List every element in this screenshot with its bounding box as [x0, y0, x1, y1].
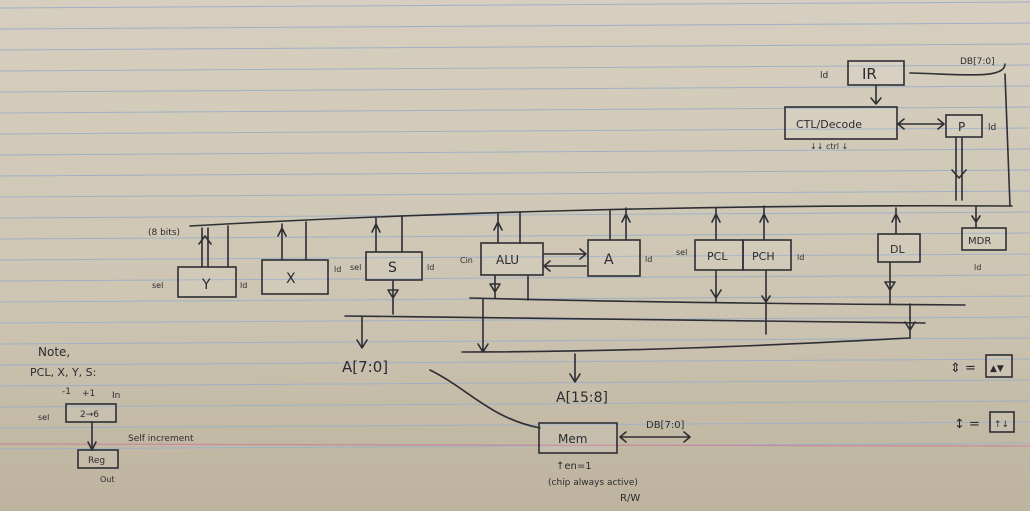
- p-ld-label: ld: [988, 123, 996, 133]
- pc-ld-label: ld: [797, 253, 804, 262]
- x-label: X: [286, 271, 296, 287]
- legend-tristate: ⇕ =: [950, 361, 976, 376]
- p-bus-buffer: [952, 138, 966, 200]
- a-tristate: [610, 208, 630, 239]
- ir-label: IR: [862, 65, 877, 83]
- addr-high-label: A[15:8]: [556, 390, 608, 406]
- rule-line: [0, 401, 1030, 407]
- legend-buffer: ↕ =: [954, 417, 980, 432]
- s-tristate: [372, 218, 380, 251]
- mem-db-link: [620, 432, 690, 442]
- bus-width-label: (8 bits): [148, 228, 180, 238]
- note-title: Note,: [38, 345, 70, 359]
- note-line: PCL, X, Y, S:: [30, 366, 96, 379]
- db-side-wire: [1005, 74, 1010, 206]
- mdr-label: MDR: [968, 236, 991, 247]
- legend-buffer-glyph: ↑↓: [994, 420, 1009, 430]
- rule-line: [0, 44, 1030, 50]
- rule-line: [0, 380, 1030, 386]
- rule-line: [0, 170, 1030, 176]
- pcl-label: PCL: [707, 250, 728, 263]
- note-plus: +1: [82, 389, 95, 399]
- y-ld-label: ld: [240, 281, 247, 290]
- s-sel-label: sel: [350, 263, 361, 272]
- note-reg-label: Reg: [88, 456, 105, 466]
- bus2-to-addr-high: [478, 299, 488, 352]
- dl-label: DL: [890, 243, 905, 256]
- ctl-p-link: [898, 119, 944, 129]
- rule-line: [0, 149, 1030, 155]
- alu-inputs: [494, 212, 520, 242]
- alu-a-link: [544, 249, 586, 271]
- addr-to-mem-curve: [430, 370, 540, 428]
- rule-line: [0, 23, 1030, 29]
- mem-rw-label: R/W: [620, 493, 640, 504]
- dl-to-addr-high: [905, 304, 915, 338]
- note-out: Out: [100, 475, 115, 484]
- note-mux-sel: sel: [38, 413, 49, 422]
- mdr-ld-label: ld: [974, 263, 981, 272]
- ctl-decode-label: CTL/Decode: [796, 118, 862, 131]
- pc-tristates: [712, 206, 768, 239]
- a-label: A: [604, 252, 614, 268]
- pc-sel-label: sel: [676, 248, 687, 257]
- rule-line: [0, 338, 1030, 344]
- alu-label: ALU: [496, 253, 519, 267]
- mdr-bus-wire: [972, 207, 980, 227]
- note-mux-label: 2→6: [80, 410, 99, 420]
- legend-tristate-glyph: ▲▼: [990, 364, 1004, 374]
- a-ld-label: ld: [645, 255, 652, 264]
- ctl-outputs-label: ↓↓ ctrl ↓: [810, 142, 848, 151]
- addr-low-label: A[7:0]: [342, 358, 388, 376]
- mem-always-label: (chip always active): [548, 478, 638, 488]
- mem-db-label: DB[7:0]: [646, 420, 685, 431]
- note-minus: -1: [62, 387, 71, 397]
- alu-out-buffer: [490, 276, 500, 298]
- s-to-addr-buffer: [388, 281, 398, 314]
- address-low-bus: [345, 316, 925, 323]
- ir-ld-label: ld: [820, 71, 828, 81]
- addr-high-arrow: [570, 354, 580, 382]
- rule-line: [0, 359, 1030, 365]
- db-input-label: DB[7:0]: [960, 57, 995, 67]
- y-tristate: [199, 228, 211, 266]
- dl-bus-wire: [892, 208, 900, 233]
- note-in: In: [112, 391, 120, 401]
- addr-low-arrow: [357, 317, 367, 348]
- x-tristate: [278, 224, 286, 259]
- p-label: P: [958, 120, 965, 134]
- alu-cin-label: Cin: [460, 256, 473, 265]
- memory-label: Mem: [558, 432, 587, 446]
- s-label: S: [388, 260, 397, 276]
- ir-to-ctl-arrow: [871, 86, 881, 104]
- x-ld-label: ld: [334, 265, 341, 274]
- rule-line: [0, 191, 1030, 197]
- y-label: Y: [201, 277, 211, 293]
- mem-en-label: ↑en=1: [556, 461, 592, 472]
- rule-line: [0, 422, 1030, 428]
- rule-line: [0, 2, 1030, 8]
- pch-label: PCH: [752, 250, 775, 263]
- y-sel-label: sel: [152, 281, 163, 290]
- a-register: [588, 240, 640, 276]
- note-self-inc: Self increment: [128, 434, 194, 444]
- s-ld-label: ld: [427, 263, 434, 272]
